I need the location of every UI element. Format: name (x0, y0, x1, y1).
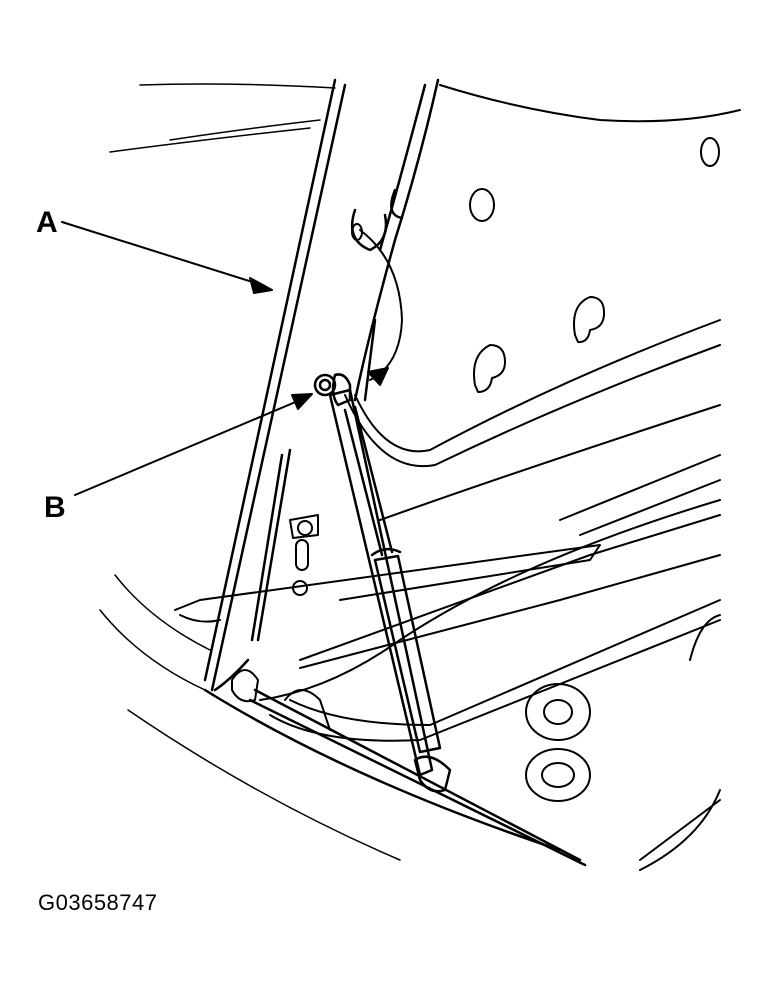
fender-a (203, 78, 587, 867)
wire-arrowhead (367, 367, 389, 386)
strut-ball-stud (313, 373, 352, 407)
body-outline-lines (99, 83, 401, 861)
support-strut (328, 388, 452, 793)
leader-line-a (61, 221, 273, 294)
callout-label-a: A (36, 206, 58, 239)
wire-harness (359, 229, 403, 386)
hinge-mount (231, 669, 331, 731)
fender-clips (289, 514, 319, 596)
hood-panel-holes (469, 137, 720, 393)
panel-keyhole (473, 344, 506, 393)
panel-hole (469, 188, 495, 222)
leader-line-b (74, 393, 313, 496)
panel-hole (700, 137, 720, 167)
figure-code: G03658747 (38, 890, 158, 915)
hood-bolt-posts (525, 683, 591, 802)
callout-label-b: B (44, 491, 66, 524)
hood-inner-panel (174, 84, 741, 871)
panel-keyhole (573, 296, 606, 344)
